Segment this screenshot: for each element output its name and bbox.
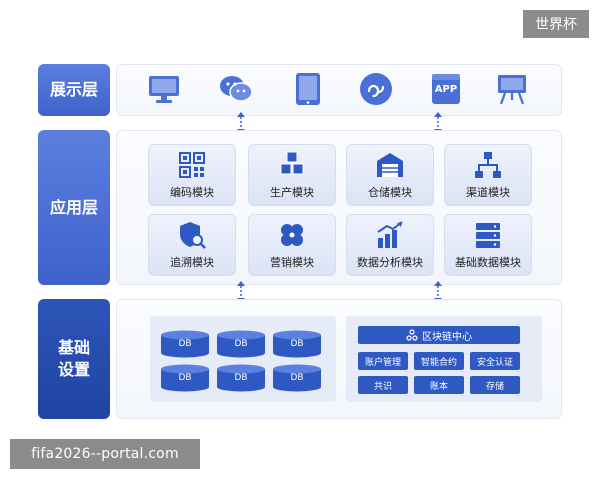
display-layer-label: 展示层 [38, 64, 110, 116]
app-icon: APP [428, 71, 464, 107]
blockchain-cell: 账本 [414, 376, 464, 394]
bar-chart-icon [377, 221, 403, 248]
blockchain-cell: 存储 [470, 376, 520, 394]
cubes-icon [280, 151, 304, 175]
mini-program-icon [358, 71, 394, 107]
module-label: 追溯模块 [170, 256, 214, 269]
infrastructure-label-line1: 基础 [57, 338, 90, 357]
url-tag[interactable]: fifa2026--portal.com [10, 439, 200, 469]
shield-search-icon [180, 222, 206, 249]
module-label: 营销模块 [270, 256, 314, 269]
warehouse-icon [377, 153, 403, 177]
infrastructure-label-line2: 设置 [57, 360, 90, 379]
db-label: DB [234, 339, 248, 349]
blockchain-cell: 智能合约 [414, 352, 464, 370]
monitor-icon [146, 71, 182, 107]
blockchain-icon [406, 329, 418, 341]
module-card: 仓储模块 [346, 144, 434, 206]
database-cylinder: DB [216, 330, 266, 358]
module-card: 追溯模块 [148, 214, 236, 276]
database-cylinder: DB [272, 330, 322, 358]
blockchain-center-title: 区块链中心 [358, 326, 520, 344]
blockchain-title-text: 区块链中心 [422, 331, 472, 343]
module-card: 数据分析模块 [346, 214, 434, 276]
application-layer-label: 应用层 [38, 130, 110, 285]
clover-icon [281, 224, 303, 246]
db-label: DB [178, 339, 192, 349]
tablet-icon [290, 71, 326, 107]
app-icon-text: APP [434, 84, 458, 95]
db-label: DB [178, 373, 192, 383]
database-cylinder: DB [160, 330, 210, 358]
corner-tag: 世界杯 [523, 10, 589, 38]
module-card: 编码模块 [148, 144, 236, 206]
db-label: DB [290, 373, 304, 383]
module-label: 仓储模块 [368, 186, 412, 199]
module-card: 基础数据模块 [444, 214, 532, 276]
blockchain-cell: 安全认证 [470, 352, 520, 370]
module-label: 生产模块 [270, 186, 314, 199]
module-label: 数据分析模块 [357, 256, 423, 269]
module-card: 生产模块 [248, 144, 336, 206]
display-layer-panel [116, 64, 562, 116]
blockchain-cell: 共识 [358, 376, 408, 394]
module-card: 营销模块 [248, 214, 336, 276]
db-label: DB [290, 339, 304, 349]
wechat-icon [218, 71, 254, 107]
hierarchy-icon [475, 152, 501, 178]
db-label: DB [234, 373, 248, 383]
module-card: 渠道模块 [444, 144, 532, 206]
projector-board-icon [494, 71, 530, 107]
database-cylinder: DB [216, 364, 266, 392]
module-label: 渠道模块 [466, 186, 510, 199]
database-cylinder: DB [160, 364, 210, 392]
infrastructure-layer-label: 基础 设置 [38, 299, 110, 419]
qr-code-icon [179, 152, 205, 178]
blockchain-cell: 账户管理 [358, 352, 408, 370]
database-cylinder: DB [272, 364, 322, 392]
module-label: 基础数据模块 [455, 256, 521, 269]
server-icon [476, 223, 500, 248]
module-label: 编码模块 [170, 186, 214, 199]
